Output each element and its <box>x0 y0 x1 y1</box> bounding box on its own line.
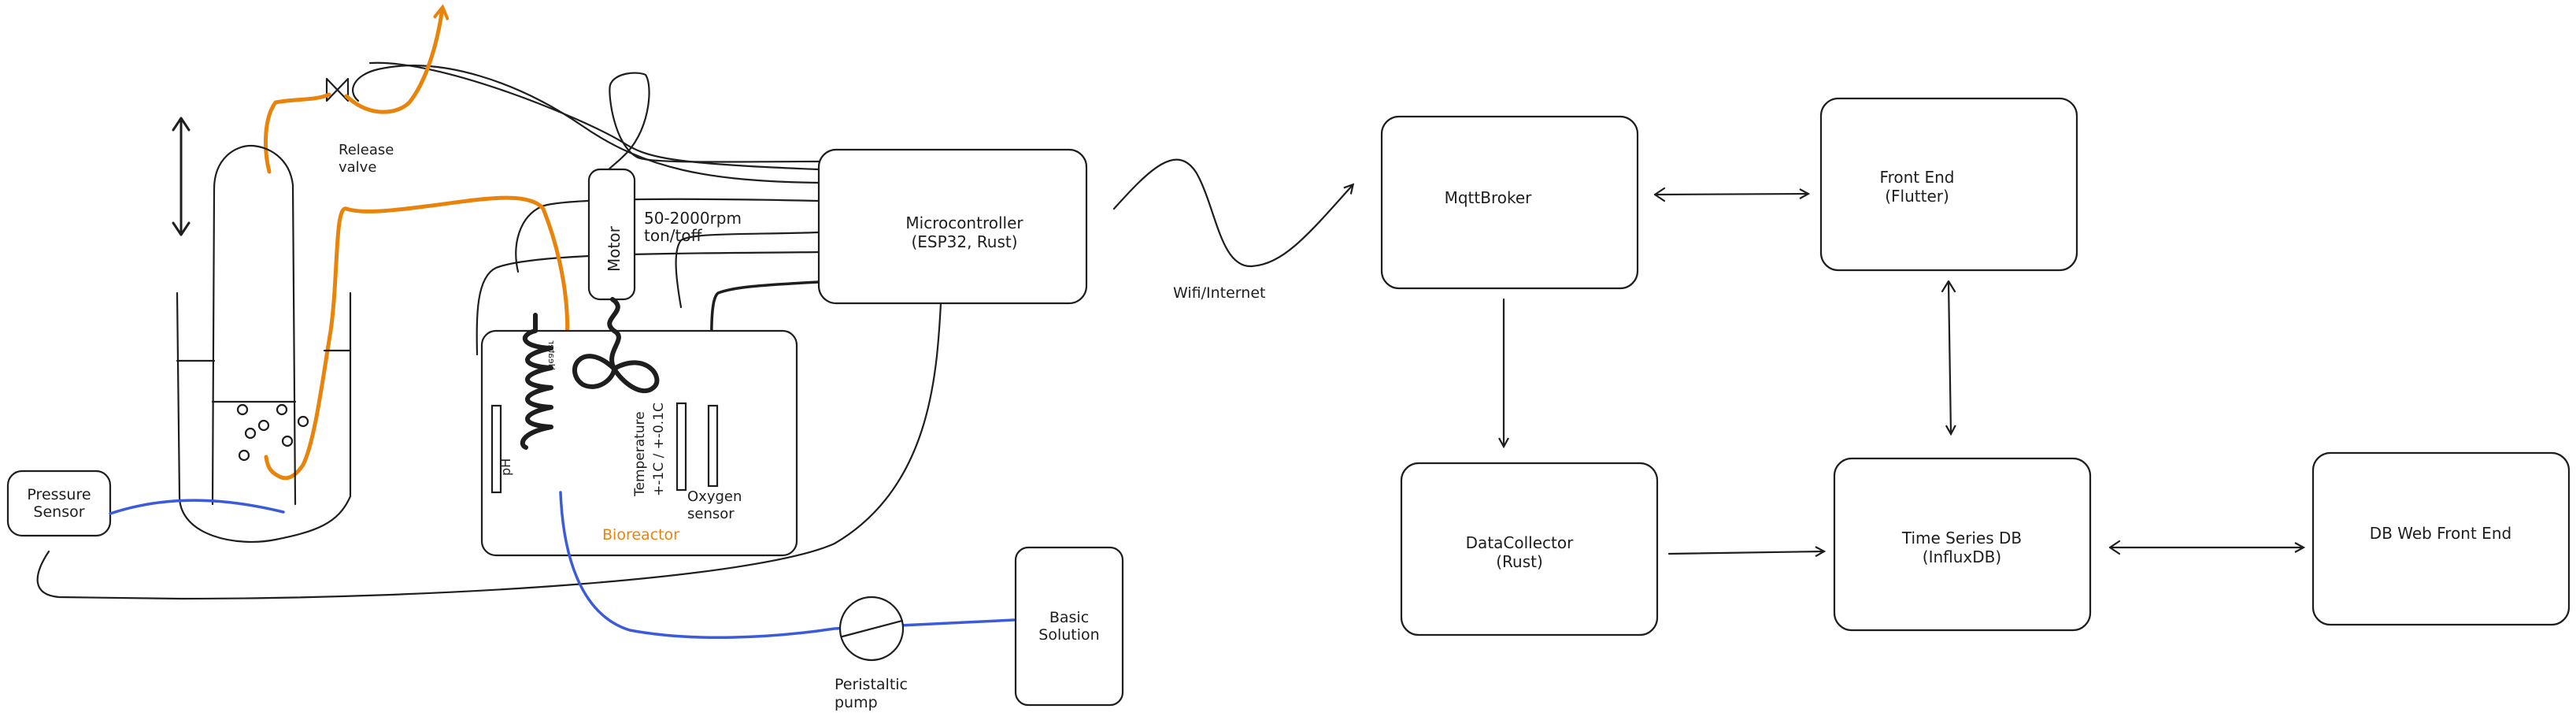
heater: Heater <box>520 313 557 450</box>
bioreactor-label: Bioreactor <box>602 526 679 544</box>
wire-motor <box>605 72 820 176</box>
microcontroller: Microcontroller (ESP32, Rust) <box>817 148 1088 305</box>
ph-label: pH <box>498 458 513 476</box>
arrow-collector-db <box>1667 551 1823 554</box>
stirrer-impeller <box>572 354 660 394</box>
gas-exhaust-line <box>263 8 442 174</box>
microcontroller-label-1: Microcontroller <box>905 213 1023 232</box>
heater-label: Heater <box>546 340 557 370</box>
db-web-front-end-label: DB Web Front End <box>2370 524 2511 543</box>
db-web-front-end-box <box>2311 451 2570 626</box>
oxygen-sensor-label-2: sensor <box>687 506 735 522</box>
mqtt-broker-label: MqttBroker <box>1445 188 1533 207</box>
wifi-link: Wifi/Internet <box>1112 158 1353 302</box>
data-collector: DataCollector (Rust) <box>1400 462 1659 636</box>
release-valve-label-1: Release <box>339 142 394 158</box>
mqtt-broker: MqttBroker <box>1380 115 1639 290</box>
arrow-mqtt-frontend <box>1653 187 1808 202</box>
pump-label-2: pump <box>835 694 878 711</box>
arrow-db-webfrontend <box>2108 540 2303 555</box>
pump-label-1: Peristaltic <box>835 676 908 693</box>
basic-solution-label-1: Basic <box>1049 609 1089 626</box>
oxygen-sensor: Oxygen sensor <box>687 404 742 522</box>
wire-temperature <box>675 231 820 309</box>
motor-spec-2: ton/toff <box>644 226 703 245</box>
heater-coil <box>520 313 553 450</box>
basic-solution-box <box>1014 546 1124 707</box>
wire-pressure <box>36 302 942 600</box>
basic-solution: Basic Solution <box>1014 546 1124 707</box>
pressure-sensor-box <box>6 469 112 537</box>
sensor-wiring <box>36 61 942 600</box>
wire-ph <box>476 251 820 356</box>
motor: Motor 50-2000rpm ton/toff <box>572 168 742 394</box>
vertical-movement-arrow <box>172 117 191 236</box>
wire-heater <box>515 198 820 273</box>
mqtt-broker-box <box>1380 115 1639 290</box>
arrow-frontend-db <box>1941 280 1955 433</box>
basic-solution-label-2: Solution <box>1038 626 1099 644</box>
temperature-label-2: +-1C / +-0.1C <box>651 403 667 496</box>
bubbles <box>236 403 309 462</box>
fermentation-vessel <box>176 144 352 543</box>
inner-tube <box>211 144 297 506</box>
data-collector-box <box>1400 462 1659 636</box>
oxygen-sensor-label-1: Oxygen <box>687 488 742 505</box>
time-series-db-label-1: Time Series DB <box>1901 529 2022 547</box>
basic-solution-line <box>559 491 1016 640</box>
pressure-sensor: Pressure Sensor <box>6 469 285 537</box>
ph-probe-body <box>490 404 502 494</box>
wifi-link-wave <box>1112 158 1353 268</box>
time-series-db-box <box>1833 457 2092 632</box>
software-connectors <box>1504 187 2303 555</box>
microcontroller-label-2: (ESP32, Rust) <box>911 232 1017 251</box>
microcontroller-box <box>817 148 1088 305</box>
db-web-front-end: DB Web Front End <box>2311 451 2570 626</box>
pressure-sensor-label-2: Sensor <box>33 503 84 521</box>
temperature-label-1: Temperature <box>632 411 648 497</box>
peristaltic-pump: Peristaltic pump <box>835 596 908 711</box>
ph-probe: pH <box>490 404 513 494</box>
release-valve-label-2: valve <box>339 159 376 176</box>
temperature-probe: Temperature +-1C / +-0.1C <box>632 402 687 497</box>
temperature-probe-body <box>675 402 687 492</box>
front-end-label-2: (Flutter) <box>1885 187 1949 206</box>
front-end: Front End (Flutter) <box>1819 97 2078 272</box>
wire-valve <box>352 65 820 184</box>
wire-valve-2 <box>368 61 820 171</box>
pressure-sensor-label-1: Pressure <box>27 486 91 503</box>
motor-spec-1: 50-2000rpm <box>644 209 742 228</box>
wifi-link-label: Wifi/Internet <box>1173 284 1265 302</box>
motor-label: Motor <box>605 225 624 272</box>
stirrer-shaft <box>607 297 621 371</box>
time-series-db-label-2: (InfluxDB) <box>1923 547 2001 566</box>
time-series-db: Time Series DB (InfluxDB) <box>1833 457 2092 632</box>
data-collector-label-1: DataCollector <box>1466 533 1574 552</box>
outer-jar <box>176 291 352 543</box>
release-valve: Release valve <box>325 77 394 176</box>
valve-icon <box>325 77 350 102</box>
front-end-label-1: Front End <box>1880 168 1955 187</box>
front-end-box <box>1819 97 2078 272</box>
pressure-sensor-tube <box>109 499 285 515</box>
oxygen-sensor-body <box>707 404 719 488</box>
data-collector-label-2: (Rust) <box>1496 552 1543 571</box>
